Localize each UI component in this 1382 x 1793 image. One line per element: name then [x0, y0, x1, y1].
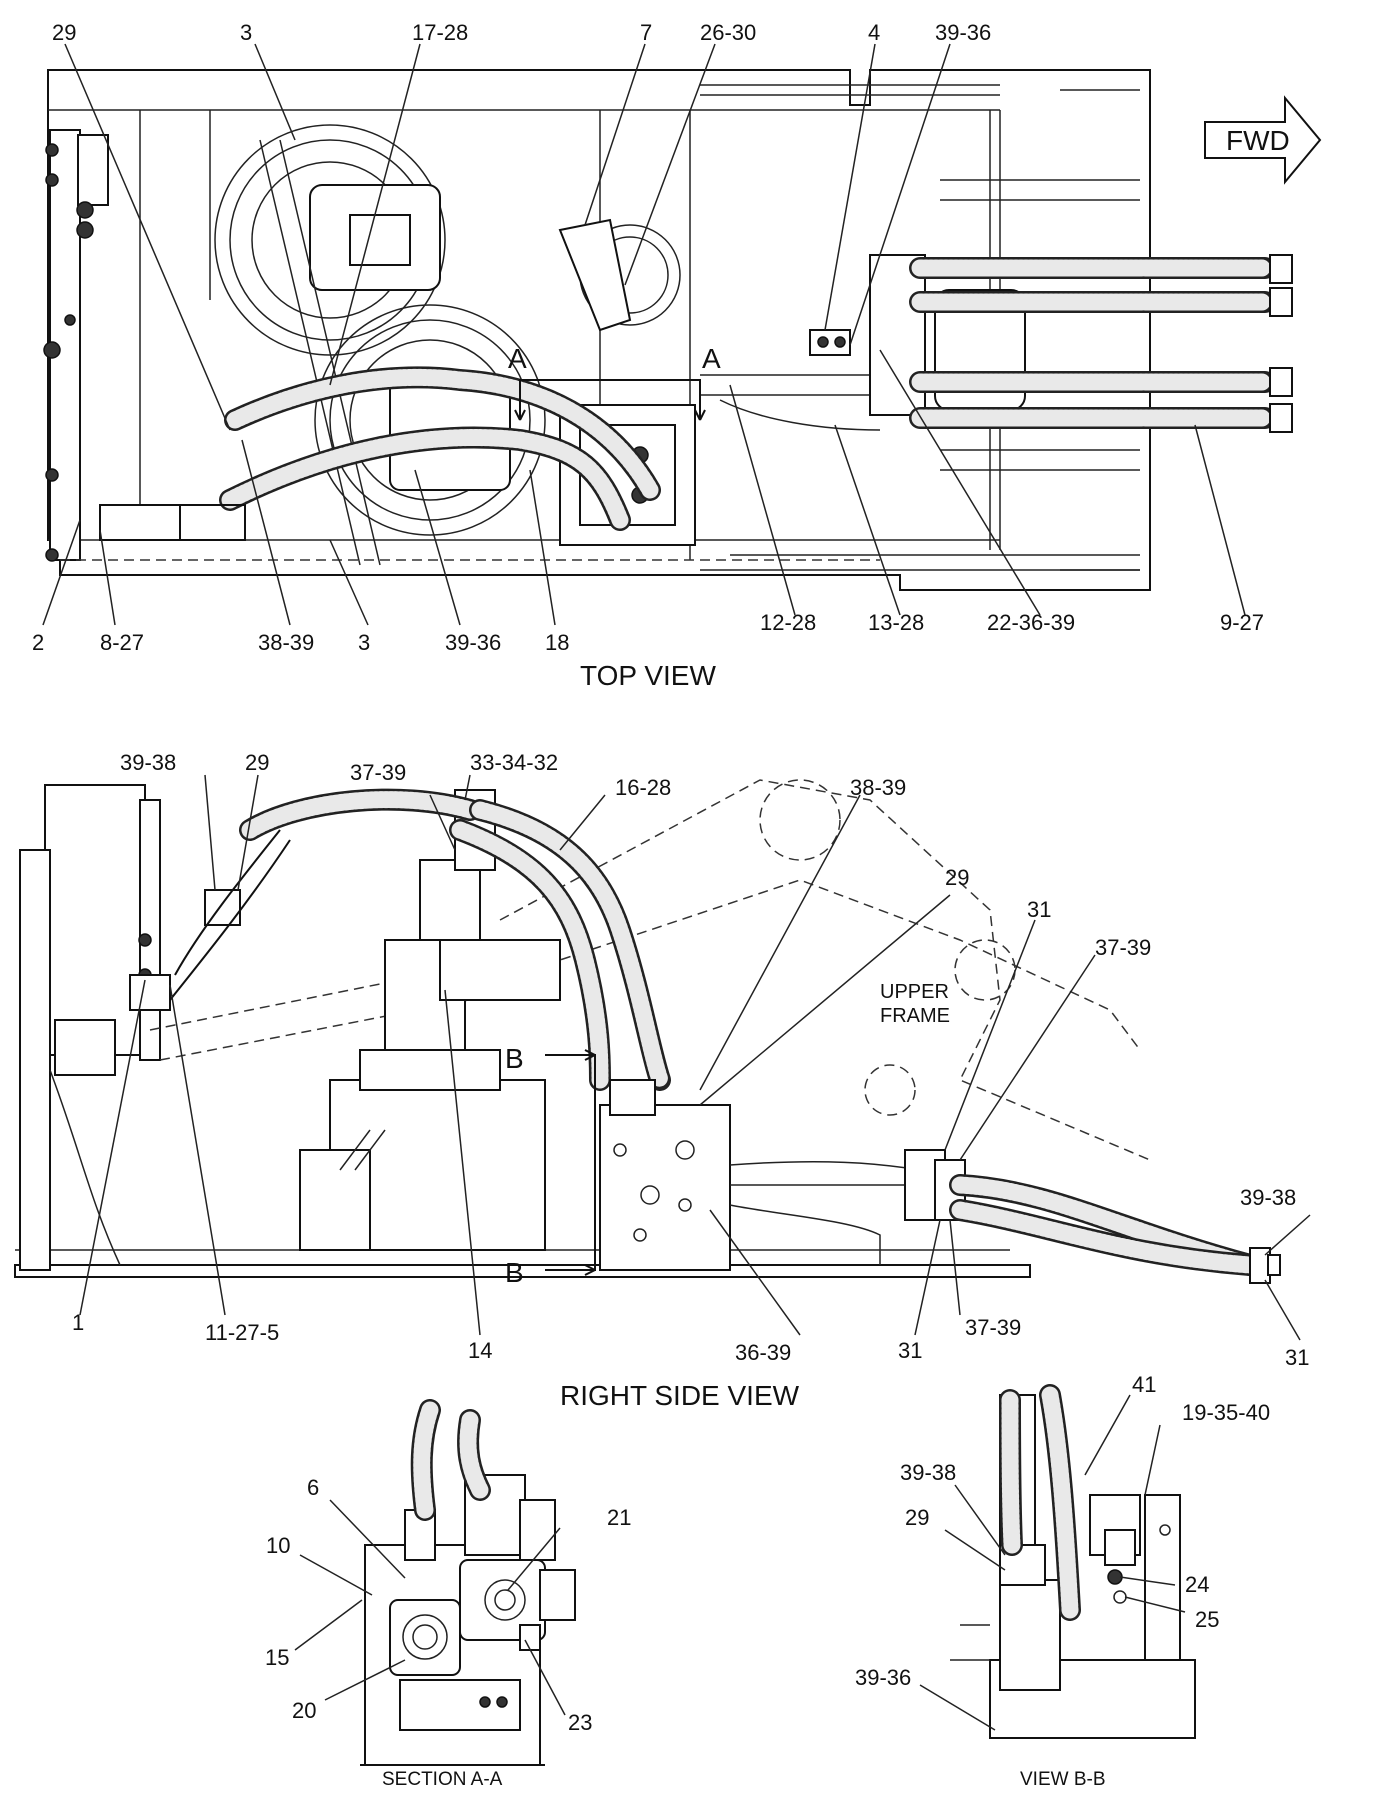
- callout: 3: [358, 630, 370, 655]
- callout: 29: [245, 750, 269, 775]
- section-a-marker-left: A: [508, 343, 527, 374]
- callout: 38-39: [850, 775, 906, 800]
- callout: 24: [1185, 1572, 1209, 1597]
- callout: 29: [905, 1505, 929, 1530]
- callout: 36-39: [735, 1340, 791, 1365]
- callout: 41: [1132, 1372, 1156, 1397]
- callout: 14: [468, 1338, 492, 1363]
- view-bb: 41 19-35-40 39-38 29 24 25 39-36 VIEW B-…: [855, 1372, 1270, 1790]
- callout: 20: [292, 1698, 316, 1723]
- upper-frame-note: UPPER: [880, 981, 949, 1003]
- callout: 12-28: [760, 610, 816, 635]
- upper-frame-note: FRAME: [880, 1005, 950, 1027]
- callout: 4: [868, 20, 880, 45]
- callout: 15: [265, 1645, 289, 1670]
- callout: 21: [607, 1505, 631, 1530]
- callout: 19-35-40: [1182, 1400, 1270, 1425]
- callout: 8-27: [100, 630, 144, 655]
- callout: 29: [52, 20, 76, 45]
- callout: 37-39: [965, 1315, 1021, 1340]
- fwd-label: FWD: [1226, 125, 1290, 156]
- callout: 39-38: [1240, 1185, 1296, 1210]
- callout: 10: [266, 1533, 290, 1558]
- forward-arrow-icon: [1204, 95, 1322, 185]
- callout: 37-39: [350, 760, 406, 785]
- callout: 7: [640, 20, 652, 45]
- callout: 13-28: [868, 610, 924, 635]
- callout: 18: [545, 630, 569, 655]
- view-title-section-aa: SECTION A-A: [382, 1769, 503, 1790]
- right-side-view: UPPER FRAME: [14, 750, 1311, 1411]
- callout: 17-28: [412, 20, 468, 45]
- callout: 39-38: [900, 1460, 956, 1485]
- callout: 25: [1195, 1607, 1219, 1632]
- section-b-marker-top: B: [505, 1043, 524, 1074]
- callout: 23: [568, 1710, 592, 1735]
- callout: 39-36: [935, 20, 991, 45]
- callout: 26-30: [700, 20, 756, 45]
- callout: 37-39: [1095, 935, 1151, 960]
- callout: 39-36: [445, 630, 501, 655]
- section-b-marker-bottom: B: [505, 1257, 524, 1288]
- callout: 38-39: [258, 630, 314, 655]
- callout: 2: [32, 630, 44, 655]
- callout: 16-28: [615, 775, 671, 800]
- callout: 31: [1027, 897, 1051, 922]
- callout: 31: [1285, 1345, 1309, 1370]
- view-title-top: TOP VIEW: [580, 660, 716, 691]
- callout: 6: [307, 1475, 319, 1500]
- callout: 39-38: [120, 750, 176, 775]
- callout: 31: [898, 1338, 922, 1363]
- section-a-marker-right: A: [702, 343, 721, 374]
- callout: 29: [945, 865, 969, 890]
- callout: 9-27: [1220, 610, 1264, 635]
- view-title-view-bb: VIEW B-B: [1020, 1769, 1106, 1790]
- section-aa-view: 6 21 10 15 20 23 SECTION A-A: [265, 1399, 631, 1790]
- callout: 1: [72, 1310, 84, 1335]
- callout: 39-36: [855, 1665, 911, 1690]
- top-view: A A FWD 29 3 17-28 7 26-30: [32, 20, 1322, 691]
- view-title-right-side: RIGHT SIDE VIEW: [560, 1380, 800, 1411]
- callout: 33-34-32: [470, 750, 558, 775]
- callout: 11-27-5: [205, 1320, 279, 1345]
- callout: 22-36-39: [987, 610, 1075, 635]
- callout: 3: [240, 20, 252, 45]
